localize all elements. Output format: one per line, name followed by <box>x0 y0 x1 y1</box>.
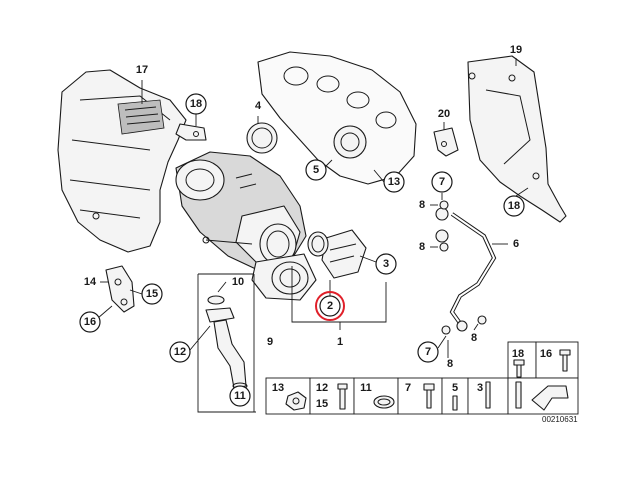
svg-text:19: 19 <box>510 44 522 56</box>
callout-5[interactable]: 5 <box>305 159 327 181</box>
callout-7-upper[interactable]: 7 <box>431 171 453 193</box>
heat-shield-part-17[interactable] <box>57 69 187 253</box>
callout-1[interactable]: 1 <box>337 336 343 348</box>
svg-text:7: 7 <box>439 176 445 188</box>
nut-icon <box>285 391 307 411</box>
svg-text:5: 5 <box>313 164 319 176</box>
svg-text:15: 15 <box>316 398 328 410</box>
flange-part-2[interactable] <box>321 229 367 279</box>
callout-16[interactable]: 16 <box>79 311 101 333</box>
svg-text:7: 7 <box>405 382 411 394</box>
bracket-part-18-upper[interactable] <box>175 123 207 141</box>
callout-8-a[interactable]: 8 <box>419 199 425 211</box>
gasket-part-3[interactable] <box>307 231 329 257</box>
svg-text:2: 2 <box>327 300 333 312</box>
svg-text:5: 5 <box>452 382 458 394</box>
svg-text:10: 10 <box>232 276 244 288</box>
gasket-ring-part-4[interactable] <box>246 122 278 154</box>
bolt-icon <box>337 383 348 410</box>
svg-text:18: 18 <box>512 348 524 360</box>
svg-text:17: 17 <box>136 64 148 76</box>
callout-8-c[interactable]: 8 <box>447 358 453 370</box>
svg-text:1: 1 <box>337 336 343 348</box>
callout-14[interactable]: 14 <box>84 276 97 288</box>
callout-11[interactable]: 11 <box>229 385 251 407</box>
bolt-icon <box>559 349 571 372</box>
svg-text:13: 13 <box>388 176 400 188</box>
svg-text:3: 3 <box>477 382 483 394</box>
fastener-table-bottom: 13 12 15 11 7 5 3 <box>265 377 579 415</box>
svg-text:16: 16 <box>84 316 96 328</box>
stud-icon <box>452 395 458 411</box>
svg-text:7: 7 <box>425 346 431 358</box>
svg-text:8: 8 <box>419 199 425 211</box>
svg-text:12: 12 <box>316 382 328 394</box>
callout-17[interactable]: 17 <box>136 64 148 76</box>
svg-text:12: 12 <box>174 346 186 358</box>
svg-text:11: 11 <box>234 390 246 402</box>
callout-8-b[interactable]: 8 <box>419 241 425 253</box>
svg-text:14: 14 <box>84 276 97 288</box>
svg-text:20: 20 <box>438 108 450 120</box>
callout-19[interactable]: 19 <box>510 44 522 56</box>
bracket-part-14-15-16[interactable] <box>105 265 135 313</box>
callout-9[interactable]: 9 <box>267 336 273 348</box>
callout-10[interactable]: 10 <box>232 276 244 288</box>
svg-text:8: 8 <box>447 358 453 370</box>
callout-8-d[interactable]: 8 <box>471 332 477 344</box>
svg-text:13: 13 <box>272 382 284 394</box>
svg-text:6: 6 <box>513 238 519 250</box>
bolt-icon <box>423 383 435 409</box>
bolt-icon <box>513 359 525 378</box>
diagram-code-label: 00210631 <box>542 415 578 424</box>
svg-text:8: 8 <box>471 332 477 344</box>
svg-text:3: 3 <box>383 258 389 270</box>
svg-text:9: 9 <box>267 336 273 348</box>
svg-text:16: 16 <box>540 348 552 360</box>
stud-icon <box>485 381 491 409</box>
callout-20[interactable]: 20 <box>438 108 450 120</box>
svg-text:18: 18 <box>190 98 202 110</box>
svg-text:8: 8 <box>419 241 425 253</box>
turbocharger-assembly[interactable] <box>175 151 317 301</box>
callout-7-lower[interactable]: 7 <box>417 341 439 363</box>
bracket-part-20[interactable] <box>433 127 459 157</box>
oil-return-part-9[interactable] <box>205 295 248 390</box>
exhaust-manifold <box>257 51 417 185</box>
svg-text:4: 4 <box>255 100 262 112</box>
callout-4[interactable]: 4 <box>255 100 262 112</box>
svg-text:11: 11 <box>360 382 372 394</box>
callout-3[interactable]: 3 <box>375 253 397 275</box>
callout-18-lower[interactable]: 18 <box>503 195 525 217</box>
hose-clamp-icon <box>373 395 395 409</box>
leader-lines <box>97 58 529 394</box>
svg-text:00210631: 00210631 <box>542 415 578 424</box>
svg-text:18: 18 <box>508 200 520 212</box>
heat-plate-part-19[interactable] <box>467 55 567 223</box>
oil-feed-line-part-6[interactable] <box>435 200 497 335</box>
svg-text:15: 15 <box>146 288 158 300</box>
callout-18-upper[interactable]: 18 <box>185 93 207 115</box>
callout-12[interactable]: 12 <box>169 341 191 363</box>
stud-icon <box>515 381 522 409</box>
callout-13[interactable]: 13 <box>383 171 405 193</box>
callout-6[interactable]: 6 <box>513 238 519 250</box>
group-bracket-lines <box>197 266 387 413</box>
callout-15[interactable]: 15 <box>141 283 163 305</box>
fastener-table-top: 18 16 <box>507 341 579 379</box>
arrow-icon <box>531 385 569 411</box>
callout-2-highlighted[interactable]: 2 <box>315 291 345 321</box>
